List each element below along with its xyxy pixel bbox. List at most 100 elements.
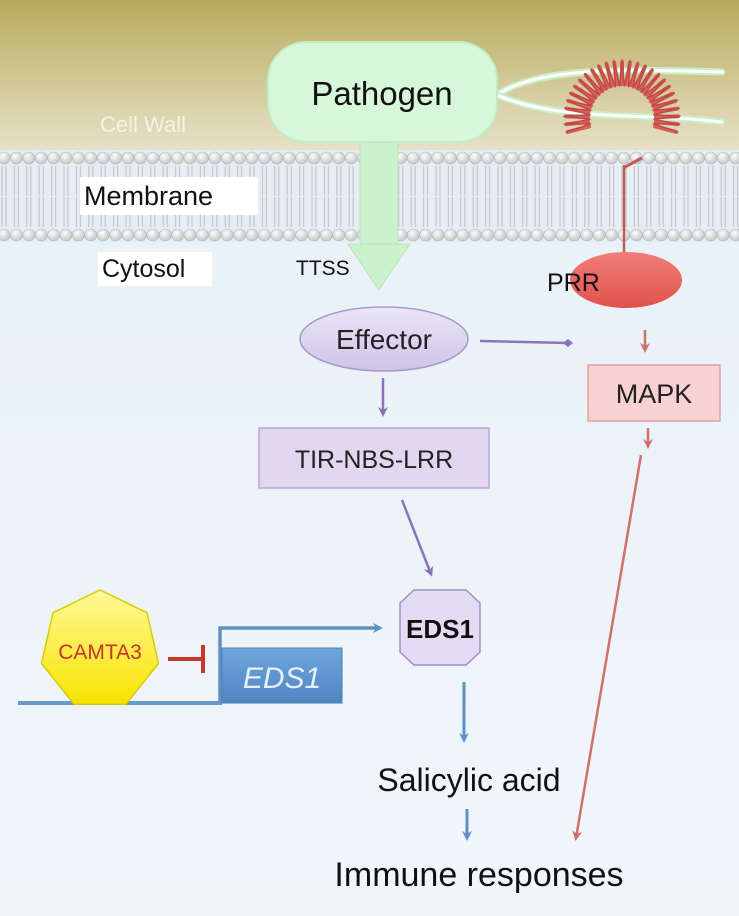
lipid-head [121, 151, 135, 165]
lipid-head [568, 228, 581, 242]
lipid-head [307, 151, 321, 165]
lipid-head [121, 228, 135, 242]
lipid-head [654, 228, 668, 242]
lipid-head [295, 151, 308, 165]
lipid-head [667, 151, 680, 165]
lipid-head [617, 151, 631, 165]
lipid-head [642, 228, 656, 242]
pathogen-flagellum-inner-2 [495, 93, 724, 124]
lipid-head [332, 151, 346, 165]
lipid-head [72, 151, 85, 165]
lipid-head [84, 228, 98, 242]
lipid-head [233, 228, 246, 242]
lipid-head [419, 228, 432, 242]
lipid-head [258, 228, 271, 242]
lipid-head [208, 228, 222, 242]
lipid-head [654, 151, 668, 165]
lipid-head [245, 151, 259, 165]
lipid-head [0, 228, 11, 242]
lipid-head [320, 151, 333, 165]
tir-to-eds1-arrow [400, 499, 434, 577]
prr-kinase-domain [570, 252, 682, 308]
tir-nbs-lrr-label: TIR-NBS-LRR [295, 446, 453, 474]
lipid-head [729, 151, 739, 165]
lipid-head [679, 228, 693, 242]
ttss-pipe: TTSS [296, 139, 411, 291]
lipid-head [220, 228, 234, 242]
pathogen-label: Pathogen [311, 75, 452, 112]
lipid-head [444, 228, 457, 242]
lipid-head [530, 228, 544, 242]
lipid-head [245, 228, 259, 242]
membrane-label: Membrane [84, 181, 213, 211]
lipid-head [332, 228, 346, 242]
lipid-head [481, 228, 494, 242]
lipid-head [282, 228, 296, 242]
camta3-label: CAMTA3 [58, 641, 142, 664]
lipid-head [704, 151, 718, 165]
lrr-coil [563, 59, 681, 134]
lipid-head [580, 228, 594, 242]
effector-to-mapk-arrow [479, 339, 573, 347]
lipid-head [667, 228, 680, 242]
lipid-head [592, 151, 606, 165]
lipid-head [642, 151, 656, 165]
lipid-head [580, 151, 594, 165]
salicylic-acid-label: Salicylic acid [377, 762, 560, 798]
lipid-head [282, 151, 296, 165]
lipid-head [158, 228, 172, 242]
lipid-head [692, 151, 705, 165]
lipid-head [72, 228, 85, 242]
lipid-head [419, 151, 432, 165]
lipid-head [468, 151, 482, 165]
lipid-head [196, 228, 209, 242]
lipid-head [605, 151, 618, 165]
lipid-head [431, 151, 445, 165]
lipid-head [456, 151, 470, 165]
lipid-head [679, 151, 693, 165]
lipid-head [716, 228, 730, 242]
lipid-head [183, 228, 197, 242]
lipid-head [84, 151, 98, 165]
lipid-head [431, 228, 445, 242]
lipid-head [134, 151, 147, 165]
lipid-head [493, 151, 507, 165]
prr-label: PRR [547, 269, 600, 297]
lipid-head [295, 228, 308, 242]
lipid-head [692, 228, 705, 242]
lipid-head [555, 228, 569, 242]
lipid-head [10, 228, 23, 242]
pathogen-box [267, 41, 498, 143]
mapk-to-immune-arrow [572, 454, 643, 841]
lipid-head [59, 151, 73, 165]
mapk-box [587, 364, 721, 422]
lipid-head [171, 151, 184, 165]
lipid-head [22, 228, 36, 242]
lipid-head [506, 228, 519, 242]
lipid-head [605, 228, 618, 242]
lipid-head [270, 151, 284, 165]
effector-label: Effector [336, 324, 432, 355]
membrane-label-bg [80, 177, 258, 215]
lipid-head [543, 151, 556, 165]
lipid-head [0, 151, 11, 165]
eds1-protein-node [399, 589, 481, 666]
effector-node [299, 306, 469, 372]
lipid-head [729, 228, 739, 242]
lipid-head [506, 151, 519, 165]
lipid-head [493, 228, 507, 242]
lipid-head [518, 228, 532, 242]
lipid-head [568, 151, 581, 165]
lipid-head [518, 151, 532, 165]
camta3-node [40, 589, 160, 705]
lipid-head [406, 228, 420, 242]
lipid-head [530, 151, 544, 165]
lipid-head [59, 228, 73, 242]
cell-wall-label: Cell Wall [100, 112, 186, 137]
lipid-head [96, 151, 110, 165]
eds1-gene-box [221, 647, 343, 704]
lipid-head [22, 151, 36, 165]
lipid-head [208, 151, 222, 165]
lipid-head [109, 151, 122, 165]
